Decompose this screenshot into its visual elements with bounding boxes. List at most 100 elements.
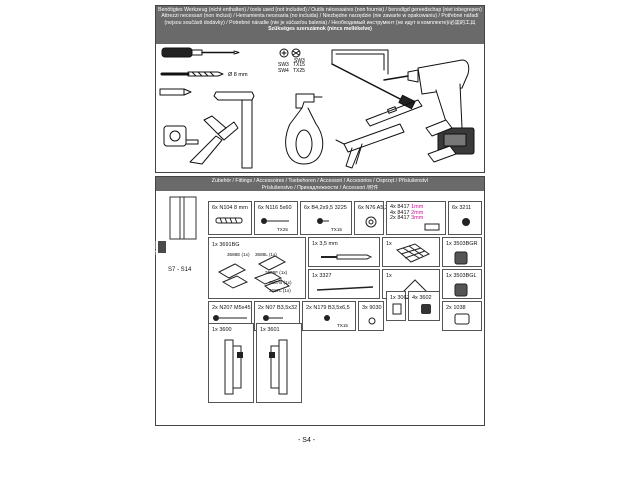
part-handle-left: 1x 3600	[208, 323, 254, 403]
drill-size-label: Ø 8 mm	[228, 72, 248, 78]
drill-bit-icon	[321, 254, 373, 260]
part-label: 6x N104 8 mm	[212, 205, 248, 211]
screw-bits-icon	[279, 48, 301, 58]
part-code: 3688F (1x)	[265, 270, 288, 275]
part-label: 2x 1038	[446, 305, 466, 311]
dowel-icon	[215, 217, 243, 224]
part-label: 1x 3601	[260, 327, 280, 333]
screw-bit-label: SW3	[294, 58, 305, 64]
part-drill-template: 1x	[382, 237, 440, 267]
screwdriver-icon	[161, 47, 240, 58]
tape-measure-icon	[163, 125, 199, 147]
handle-icon	[269, 339, 288, 395]
short-screw-icon	[324, 315, 330, 321]
part-code: 3687B (1x)	[269, 280, 292, 285]
part-end-cap: 2x 1038	[442, 301, 482, 331]
side-tab-code: PE 0000	[154, 241, 164, 255]
part-label: 6x B4,2x9,5 3225	[304, 205, 347, 211]
screw-drive: TX25	[277, 227, 288, 232]
tools-header-line: (nejsou součástí dodávky) / Potrebné nár…	[164, 19, 476, 26]
part-code: 3688E (1x)	[227, 252, 250, 257]
screw-drive: TX15	[337, 323, 348, 328]
tools-header-line: Benötigtes Werkzeug (nicht enthalten) / …	[158, 7, 482, 13]
tools-header-line: Attrezzi necessari (non inclusi) / Herra…	[161, 13, 479, 20]
part-code: 3687L (1x)	[269, 288, 291, 293]
stopper-icon	[421, 304, 431, 314]
page-number: - S4 -	[298, 437, 316, 444]
part-washer: 6x N76 A5,3	[354, 201, 388, 235]
part-label: 4x 8417 1mm 4x 8417 2mm 2x 8417 3mm	[390, 204, 424, 221]
template-grid-icon	[396, 243, 431, 263]
part-spacer: 1x 3067	[386, 291, 410, 321]
shower-door-icon	[158, 196, 197, 253]
model-range: S7 - S14	[168, 267, 192, 273]
part-bracket-right: 1x 3503BGR	[442, 237, 482, 267]
bit-size-tx25: TX25	[293, 68, 305, 74]
part-label: 3x 9030	[362, 305, 382, 311]
cordless-drill-icon	[383, 59, 475, 155]
fittings-header-line: Príslušenstvo / Принадлежности / Accesso…	[261, 184, 379, 191]
part-screw-6-5: 2x N179 B3,5x6,5 TX15	[302, 301, 356, 331]
tools-header-line: Szükséges szerszámok (nincs mellékelve)	[268, 25, 372, 32]
part-label: 6x N76 A5,3	[358, 205, 388, 211]
tools-section: Benötigtes Werkzeug (nicht enthalten) / …	[155, 5, 485, 173]
short-screw-icon	[317, 218, 329, 224]
part-label: 1x	[386, 241, 392, 247]
part-label: 1x 3503BGR	[446, 241, 478, 247]
fittings-section: Zubehör / Fittings / Accessoires / Toebe…	[154, 176, 485, 426]
part-shims: 4x 8417 1mm 4x 8417 2mm 2x 8417 3mm	[386, 201, 446, 235]
screw-drive: TX15	[331, 227, 342, 232]
side-tab-label: PE 0000	[154, 241, 158, 255]
caulking-gun-icon	[335, 123, 405, 169]
part-label: 4x 3602	[412, 295, 432, 301]
pencil-icon	[159, 88, 192, 96]
part-stopper: 4x 3602	[408, 291, 440, 321]
bit-size-sw3: SW3	[278, 62, 289, 68]
part-label: 2x N179 B3,5x6,5	[306, 305, 350, 311]
end-cap-icon	[454, 313, 470, 325]
part-label: 2x N207 M5x45	[212, 305, 251, 311]
part-label: 1x 3067	[390, 295, 410, 301]
bracket-icon	[454, 251, 468, 265]
part-plug: 3x 9030	[358, 301, 384, 331]
part-label: 2x N07 B3,5x32	[258, 305, 298, 311]
drill-bit-icon	[160, 71, 224, 77]
clip-icon	[402, 279, 428, 293]
fittings-header-line: Zubehör / Fittings / Accessoires / Toebe…	[211, 178, 429, 184]
bit-size-sw4: SW4	[278, 68, 289, 74]
spirit-level-icon	[365, 99, 423, 127]
part-code: 3688L (1x)	[255, 252, 277, 257]
shim-icon	[424, 223, 440, 231]
fitting-set-icon	[217, 255, 291, 293]
hammer-icon	[213, 91, 255, 169]
part-fitting-set: 1x 3691BG 3688E (1x) 3688L (1x) 3688F (1…	[208, 237, 306, 299]
tools-illustration: SW3 SW3 TX15 SW4 TX25 Ø 8 mm	[156, 44, 484, 172]
bit-size-tx15: TX15	[293, 62, 305, 68]
pliers-icon	[189, 115, 239, 165]
spacer-icon	[392, 303, 402, 315]
part-handle-right: 1x 3601	[256, 323, 302, 403]
tile-pieces-icon	[425, 119, 457, 163]
bolt-icon	[213, 315, 247, 321]
part-label: 6x N116 5x60	[258, 205, 292, 211]
part-drill-bit: 1x 3,5 mm	[308, 237, 380, 267]
plug-icon	[368, 317, 376, 325]
part-label: 1x 3327	[312, 273, 332, 279]
screw-icon	[261, 218, 289, 224]
part-rod: 1x 3327	[308, 269, 380, 299]
washer-icon	[365, 216, 377, 228]
spray-bottle-icon	[285, 93, 324, 165]
model-thumbnail: PE 0000 S7 - S14	[154, 191, 204, 273]
hacksaw-icon	[331, 49, 416, 110]
part-label: 1x 3503BGL	[446, 273, 477, 279]
part-label: 1x 3691BG	[212, 242, 240, 248]
part-label: 1x 3600	[212, 327, 232, 333]
part-screw-60: 6x N116 5x60 TX25	[254, 201, 298, 235]
tools-header: Benötigtes Werkzeug (nicht enthalten) / …	[156, 6, 484, 44]
part-label: 1x 3,5 mm	[312, 241, 338, 247]
part-bracket-left: 1x 3503BGL	[442, 269, 482, 299]
part-cap: 6x 3211	[448, 201, 482, 235]
part-dowel: 6x N104 8 mm	[208, 201, 252, 235]
fittings-header: Zubehör / Fittings / Accessoires / Toebe…	[156, 177, 484, 191]
cap-icon	[462, 218, 470, 226]
